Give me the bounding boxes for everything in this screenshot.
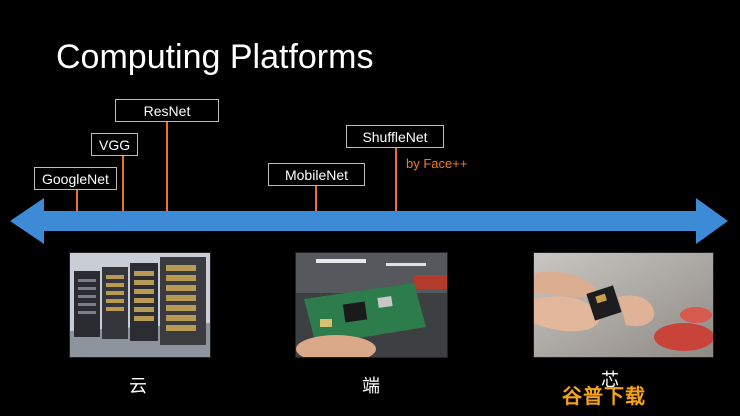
- server-racks-photo: [69, 252, 211, 358]
- slide-title: Computing Platforms: [56, 38, 374, 76]
- label-mobilenet: MobileNet: [268, 163, 365, 186]
- face-plus-plus-annotation: by Face++: [406, 156, 468, 171]
- tick-shufflenet: [395, 148, 397, 220]
- timeline-arrow: [10, 198, 728, 244]
- label-googlenet: GoogleNet: [34, 167, 117, 190]
- chip-in-fingers-photo: [533, 252, 714, 358]
- tick-mobilenet: [315, 186, 317, 220]
- caption-cloud: 云: [129, 376, 147, 397]
- tick-googlenet: [76, 190, 78, 222]
- tick-resnet: [166, 122, 168, 218]
- caption-chip: 芯: [601, 370, 619, 391]
- watermark-logo: 谷普下载: [562, 384, 646, 408]
- label-resnet: ResNet: [115, 99, 219, 122]
- caption-edge: 端: [362, 376, 380, 397]
- label-shufflenet: ShuffleNet: [346, 125, 444, 148]
- embedded-board-photo: [295, 252, 448, 358]
- label-vgg: VGG: [91, 133, 139, 156]
- tick-vgg: [122, 156, 124, 220]
